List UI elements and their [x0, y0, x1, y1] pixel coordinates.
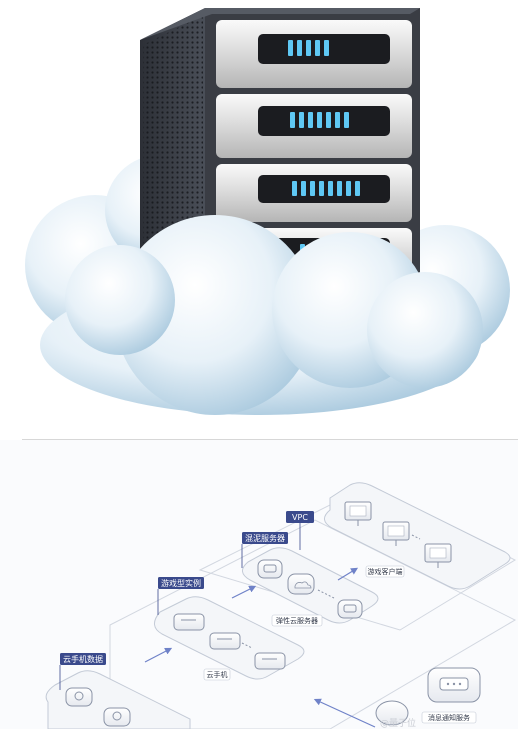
svg-text:VPC: VPC — [292, 513, 308, 522]
svg-text:游戏型实例: 游戏型实例 — [161, 578, 201, 588]
caption-cloud-phone: 云手机 — [203, 668, 231, 681]
tag-hybrid-server: 混泥服务器 — [241, 532, 288, 568]
server-bay-2 — [216, 94, 412, 158]
caption-game-client: 游戏客户端 — [365, 565, 405, 578]
monitor-icon — [344, 501, 372, 526]
server-bay-1 — [216, 20, 412, 88]
server-rack — [140, 8, 420, 300]
server-cloud-illustration — [25, 8, 510, 415]
svg-text:云手机数据: 云手机数据 — [63, 654, 103, 664]
flow-arrows — [144, 567, 376, 728]
storage-icon — [103, 707, 131, 727]
cloud-front — [40, 215, 483, 415]
cloud-server-icon — [287, 573, 315, 595]
server-unit-icon — [209, 632, 241, 650]
server-cube-icon — [257, 559, 283, 579]
server-unit-icon — [173, 613, 205, 631]
svg-text:混泥服务器: 混泥服务器 — [245, 533, 285, 543]
tag-cloud-phone-data: 云手机数据 — [59, 653, 106, 690]
game-instance-tray — [154, 596, 305, 680]
architecture-diagram: VPC 混泥服务器 游戏型实例 云手机数据 游戏客户端 弹性云服务器 云手机 消… — [0, 440, 518, 729]
cloud-phone-data-tray — [45, 670, 191, 729]
monitor-icon — [382, 521, 410, 546]
cloud-bubble-icon — [375, 700, 409, 726]
server-bay-3 — [216, 164, 412, 222]
message-service-device — [427, 667, 481, 703]
monitor-icon — [424, 543, 452, 568]
svg-text:云手机: 云手机 — [207, 670, 228, 679]
svg-text:消息通知服务: 消息通知服务 — [428, 713, 470, 722]
hybrid-server-tray — [242, 547, 379, 624]
server-unit-icon — [254, 652, 286, 670]
vpc-tray — [324, 482, 511, 590]
svg-text:游戏客户端: 游戏客户端 — [368, 567, 403, 576]
tag-game-instance: 游戏型实例 — [157, 577, 204, 615]
caption-message-service: 消息通知服务 — [421, 711, 477, 724]
svg-text:弹性云服务器: 弹性云服务器 — [276, 616, 318, 625]
watermark: @量子位 — [380, 717, 416, 729]
tag-vpc: VPC — [286, 511, 314, 550]
server-cube-icon — [337, 599, 363, 619]
caption-elastic-server: 弹性云服务器 — [271, 614, 323, 627]
storage-icon — [65, 687, 93, 707]
section-divider — [22, 439, 518, 440]
